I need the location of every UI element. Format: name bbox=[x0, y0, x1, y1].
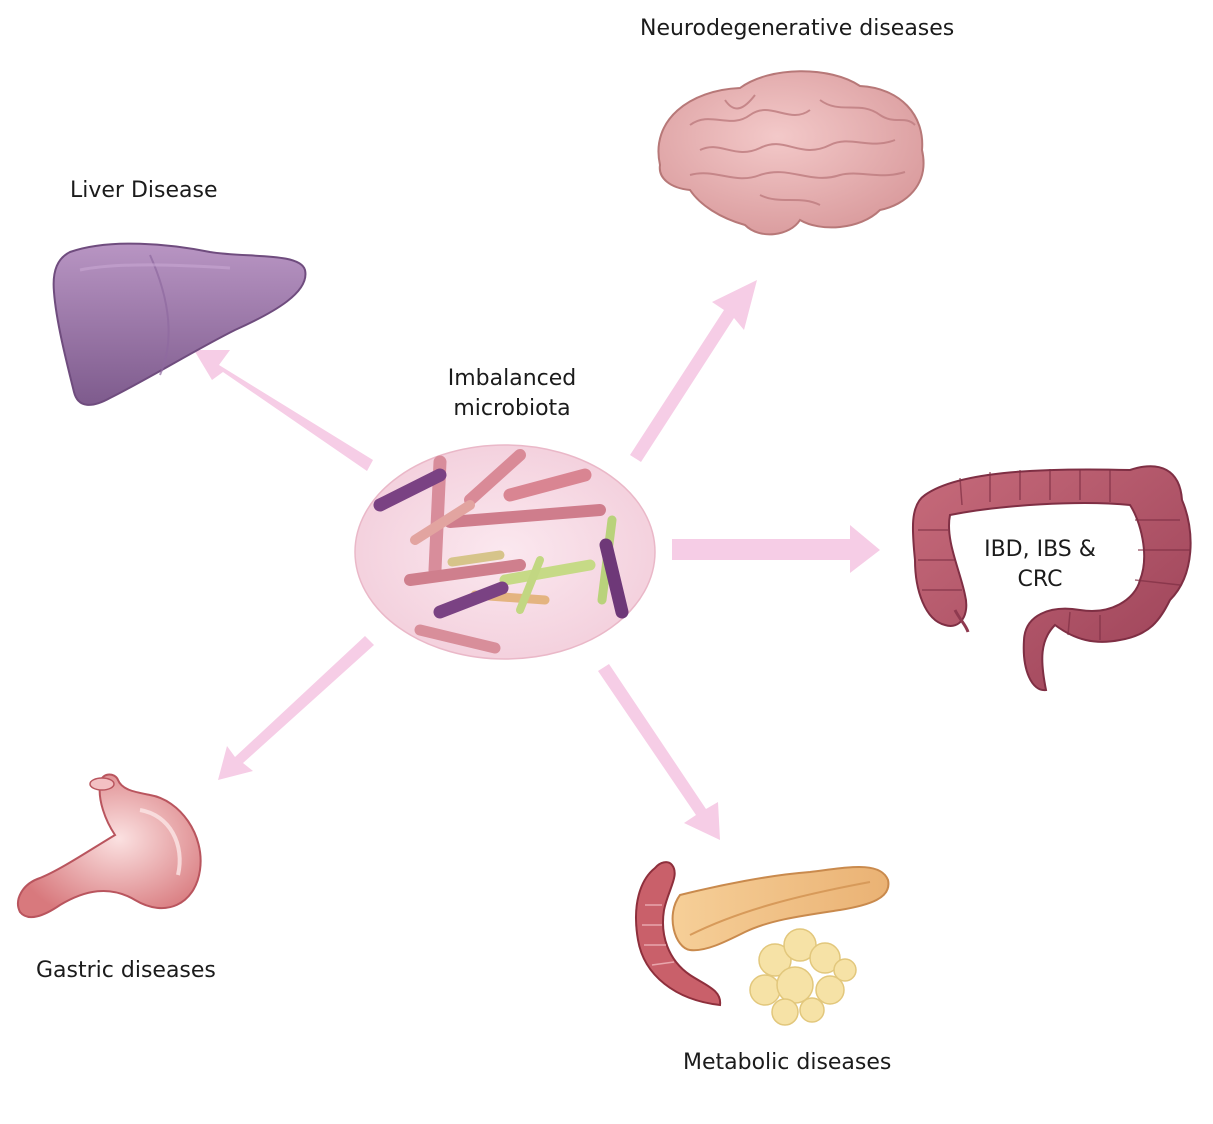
liver-illustration bbox=[54, 244, 306, 405]
fat-tissue bbox=[750, 929, 856, 1025]
stomach-illustration bbox=[18, 775, 201, 918]
colon-label-line1: IBD, IBS & bbox=[966, 535, 1114, 565]
metabolic-label: Metabolic diseases bbox=[683, 1048, 891, 1078]
arrow-to-gastric bbox=[218, 636, 374, 780]
arrow-to-colon bbox=[672, 525, 880, 573]
center-label-line2: microbiota bbox=[432, 394, 592, 424]
gastric-label: Gastric diseases bbox=[36, 956, 216, 986]
arrow-to-neuro bbox=[630, 280, 757, 462]
center-label: Imbalanced microbiota bbox=[432, 364, 592, 424]
microbiota-illustration bbox=[355, 445, 655, 659]
colon-label-line2: CRC bbox=[966, 565, 1114, 595]
pancreas-illustration bbox=[636, 862, 888, 1025]
neurodegenerative-label: Neurodegenerative diseases bbox=[640, 14, 954, 44]
liver-disease-label: Liver Disease bbox=[70, 176, 218, 206]
center-label-line1: Imbalanced bbox=[432, 364, 592, 394]
colon-label: IBD, IBS & CRC bbox=[966, 535, 1114, 595]
arrow-to-liver bbox=[194, 350, 373, 471]
arrow-to-metabolic bbox=[598, 664, 720, 840]
brain-illustration bbox=[658, 71, 923, 234]
